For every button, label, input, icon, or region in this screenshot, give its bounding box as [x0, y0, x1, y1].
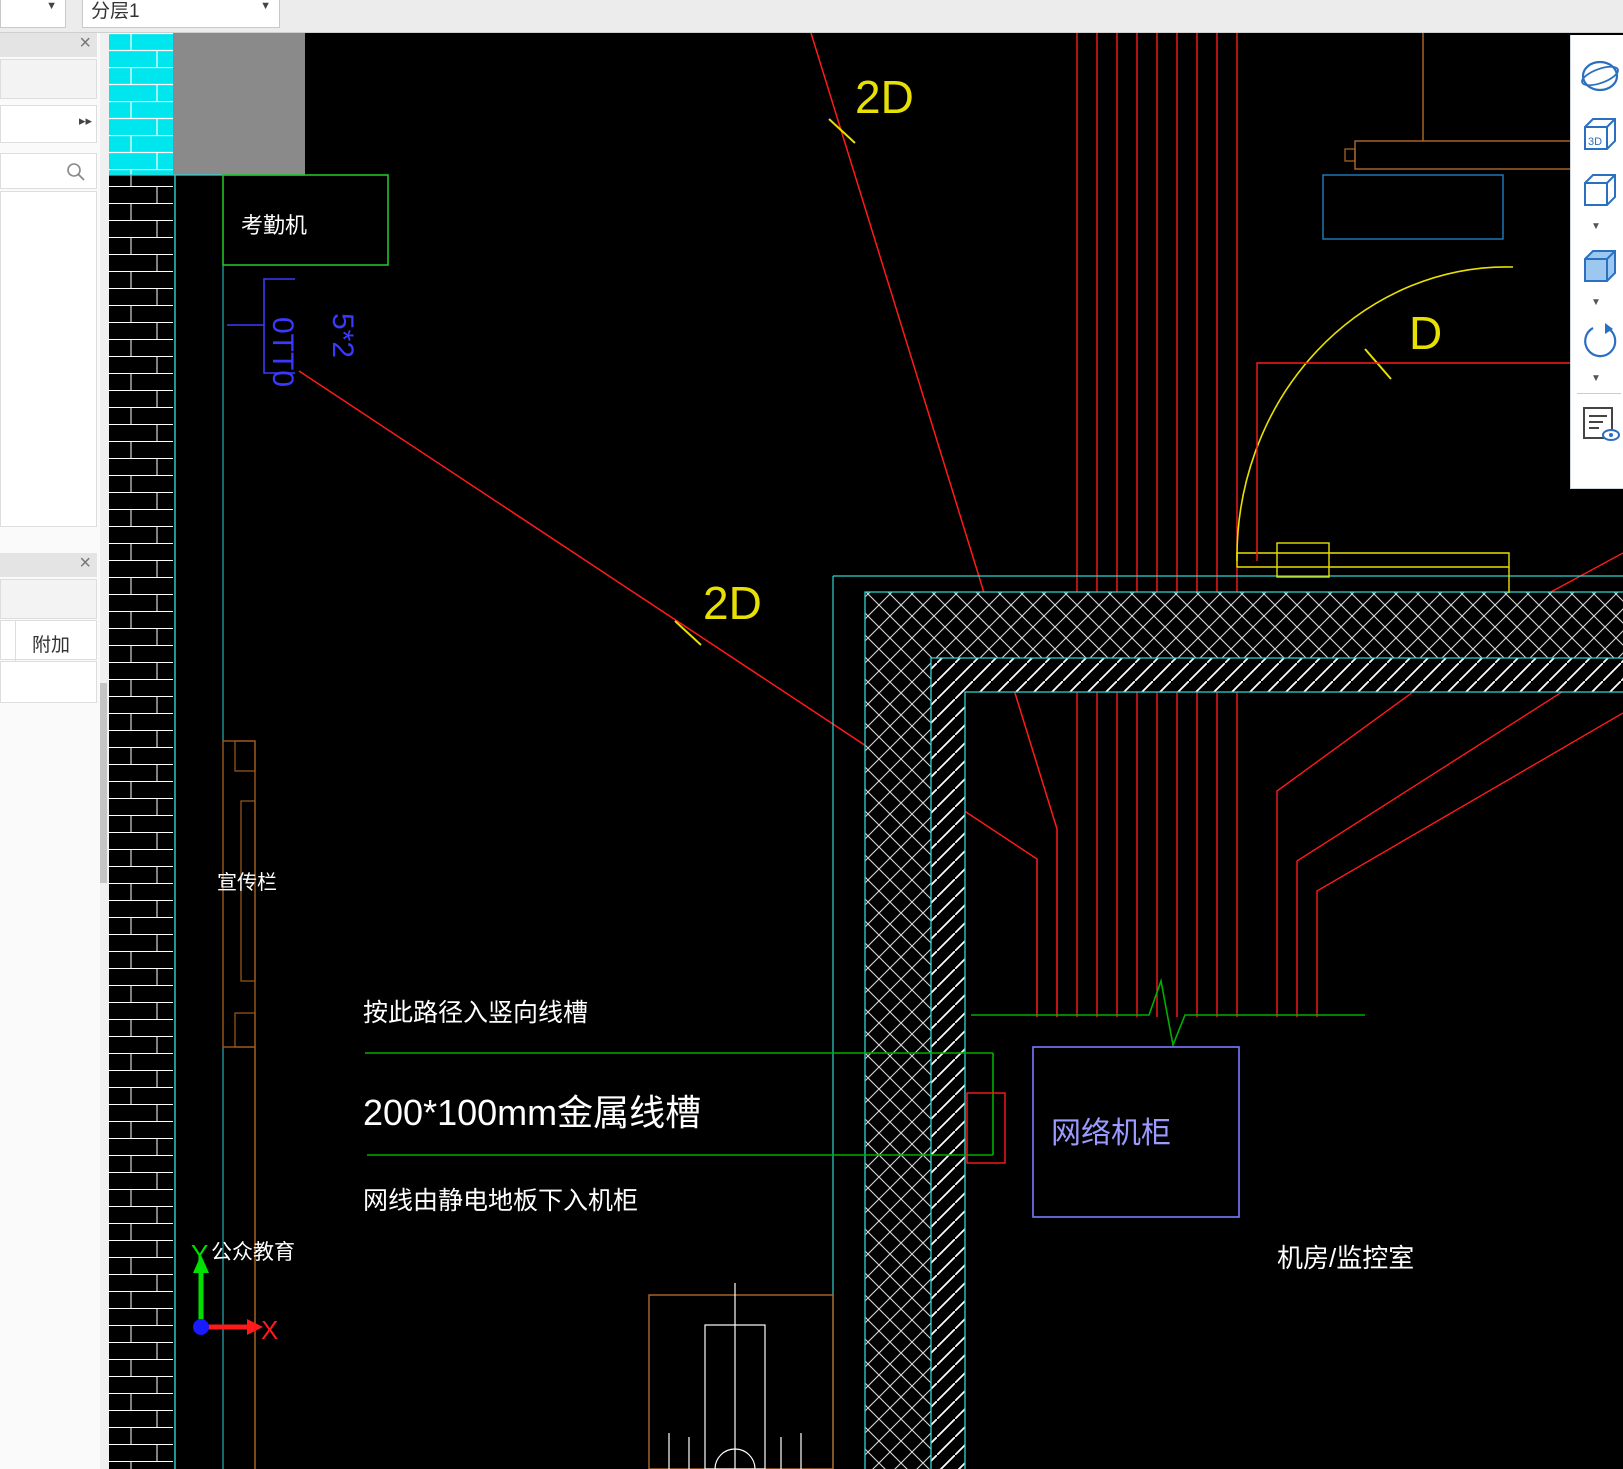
properties-panel-header: ×	[0, 552, 97, 577]
column-header-additional: 附加	[32, 635, 71, 656]
search-input[interactable]	[0, 153, 97, 189]
floor-plan-drawing[interactable]: 考勤机 0TT0 5*2 宣传栏 2D 2D	[109, 33, 1623, 1469]
box-view-icon[interactable]	[1579, 169, 1621, 211]
properties-row[interactable]	[0, 661, 97, 703]
cable-bundle-vertical[interactable]	[1076, 33, 1238, 1017]
rotate-icon[interactable]	[1579, 319, 1621, 361]
close-icon[interactable]: ×	[79, 32, 91, 54]
attendance-machine-box[interactable]	[222, 174, 389, 266]
type-dropdown[interactable]: ▼	[0, 0, 66, 28]
navigator-panel-header: ×	[0, 32, 97, 57]
network-cabinet-label: 网络机柜	[1051, 1117, 1171, 1150]
left-panel: × ▸▸ × 附加	[0, 32, 107, 1469]
outlet-code-label: 0TT0	[266, 317, 299, 387]
panel-row: ▸▸	[0, 105, 97, 143]
chevron-down-icon[interactable]: ▼	[1591, 221, 1601, 232]
column-block	[173, 33, 305, 175]
outlet-symbol[interactable]	[263, 278, 295, 374]
network-cabinet[interactable]	[1032, 1046, 1240, 1218]
floor-note: 网线由静电地板下入机柜	[363, 1187, 638, 1215]
insulation-vertical	[931, 658, 965, 1469]
cable-route-top[interactable]	[810, 33, 1058, 1017]
view-3d-icon[interactable]: 3D	[1579, 113, 1621, 155]
outlet-spec-label: 5*2	[326, 313, 359, 358]
cad-canvas[interactable]: 考勤机 0TT0 5*2 宣传栏 2D 2D	[109, 33, 1623, 1469]
expand-icon[interactable]: ▸▸	[78, 113, 92, 128]
axis-x-label: X	[261, 1315, 278, 1345]
wall-brick-top-highlight	[109, 33, 173, 175]
chevron-down-icon: ▼	[46, 0, 57, 12]
bulletin-board[interactable]	[222, 740, 256, 1048]
fixture-bottom[interactable]	[648, 1294, 834, 1469]
metal-cable-trunking[interactable]	[365, 977, 1365, 1156]
svg-text:3D: 3D	[1588, 136, 1602, 148]
search-icon	[67, 163, 85, 181]
properties-empty-area	[0, 705, 97, 1465]
layer-dropdown-value: 分层1	[91, 1, 140, 22]
component-tree[interactable]	[0, 191, 97, 527]
panel-collapse-handle[interactable]	[100, 683, 107, 883]
equipment-rack-top[interactable]	[1322, 174, 1504, 240]
wall-brick-left	[109, 175, 173, 1469]
solid-view-icon[interactable]	[1579, 245, 1621, 287]
bulletin-board-label: 宣传栏	[217, 871, 277, 894]
insulation-horizontal	[931, 658, 1623, 692]
properties-header-row: 附加	[0, 620, 97, 703]
cable-route-outlet[interactable]	[298, 370, 1038, 1017]
route-note: 按此路径入竖向线槽	[363, 999, 588, 1027]
axis-y-label: Y	[191, 1239, 208, 1269]
attendance-machine-label: 考勤机	[241, 213, 307, 238]
panel-toolbar	[0, 59, 97, 99]
door-swing-arc[interactable]	[1236, 266, 1514, 562]
chevron-down-icon[interactable]: ▼	[1591, 373, 1601, 384]
chevron-down-icon[interactable]: ▼	[1591, 297, 1601, 308]
wall-hatched-horizontal	[865, 592, 1623, 658]
wall-hatched-vertical	[865, 592, 931, 1469]
orbit-icon[interactable]	[1579, 55, 1621, 97]
public-area-label: 公众教育	[211, 1241, 295, 1264]
close-icon[interactable]: ×	[79, 552, 91, 574]
top-toolbar: ▼ 分层1 ▼	[0, 0, 1623, 33]
layer-visibility-icon[interactable]	[1579, 403, 1621, 445]
trunk-entry-box[interactable]	[966, 1092, 1006, 1164]
cable-tag-2d-middle: 2D	[703, 577, 762, 629]
machine-room-label: 机房/监控室	[1277, 1243, 1414, 1273]
cable-tag-2d-top: 2D	[855, 71, 914, 123]
trunk-spec-label: 200*100mm金属线槽	[363, 1092, 701, 1133]
layer-dropdown[interactable]: 分层1 ▼	[82, 0, 280, 28]
properties-toolbar	[0, 579, 97, 619]
chevron-down-icon: ▼	[260, 0, 271, 12]
view-toolbar: 3D ▼ ▼ ▼	[1570, 35, 1623, 489]
door-tag: D	[1409, 307, 1442, 359]
ucs-axis-indicator: Y X	[191, 1239, 278, 1345]
